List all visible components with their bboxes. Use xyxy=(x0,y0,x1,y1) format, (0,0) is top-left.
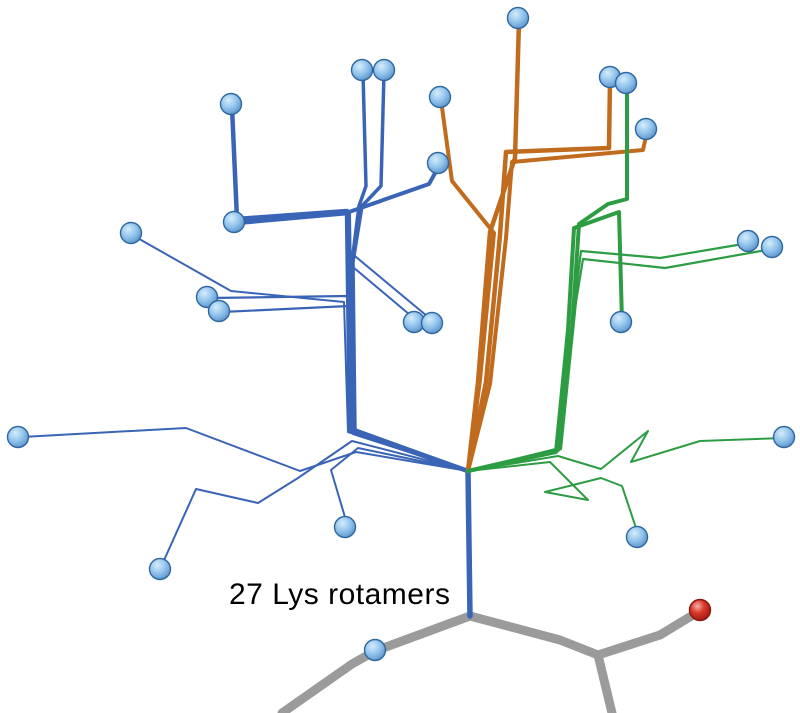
bond-blue xyxy=(350,71,470,473)
nitrogen-atom xyxy=(363,638,387,662)
bond-blue xyxy=(351,71,470,473)
nitrogen-atom xyxy=(333,515,357,539)
bond-layer xyxy=(21,18,786,713)
nitrogen-atom xyxy=(609,310,633,334)
nitrogen-atom xyxy=(119,221,143,245)
bond-gray xyxy=(277,611,475,713)
bond-blue xyxy=(347,164,470,473)
bond-orange xyxy=(439,98,496,473)
nitrogen-atom xyxy=(222,210,246,234)
oxygen-atom xyxy=(688,598,712,622)
nitrogen-atom xyxy=(372,58,396,82)
bond-green xyxy=(466,84,629,473)
nitrogen-atom xyxy=(634,117,658,141)
bond-orange xyxy=(465,77,613,474)
nitrogen-atom xyxy=(426,151,450,175)
rotamer-count-label: 27 Lys rotamers xyxy=(229,578,451,611)
bond-green xyxy=(466,247,774,473)
bond-blue xyxy=(346,261,469,472)
nitrogen-atom xyxy=(219,92,243,116)
bond-blue xyxy=(160,440,469,568)
bond-gray xyxy=(465,611,617,713)
bond-blue xyxy=(330,447,469,525)
nitrogen-atom xyxy=(6,425,30,449)
bond-green xyxy=(467,461,639,535)
bond-green xyxy=(467,430,786,472)
bond-gray xyxy=(593,607,703,660)
bond-orange xyxy=(466,130,649,473)
nitrogen-atom xyxy=(625,525,649,549)
nitrogen-atom xyxy=(148,557,172,581)
nitrogen-atom xyxy=(207,299,231,323)
nitrogen-atom xyxy=(736,229,760,253)
nitrogen-atom xyxy=(350,58,374,82)
nitrogen-atom xyxy=(760,235,784,259)
atom-layer xyxy=(6,6,796,662)
nitrogen-atom xyxy=(506,6,530,30)
bond-blue xyxy=(133,235,469,472)
bond-blue xyxy=(21,427,469,472)
nitrogen-atom xyxy=(428,85,452,109)
nitrogen-atom xyxy=(614,71,638,95)
bond-green xyxy=(466,241,751,473)
nitrogen-atom xyxy=(772,425,796,449)
nitrogen-atom xyxy=(420,311,444,335)
bond-blue xyxy=(465,468,473,619)
